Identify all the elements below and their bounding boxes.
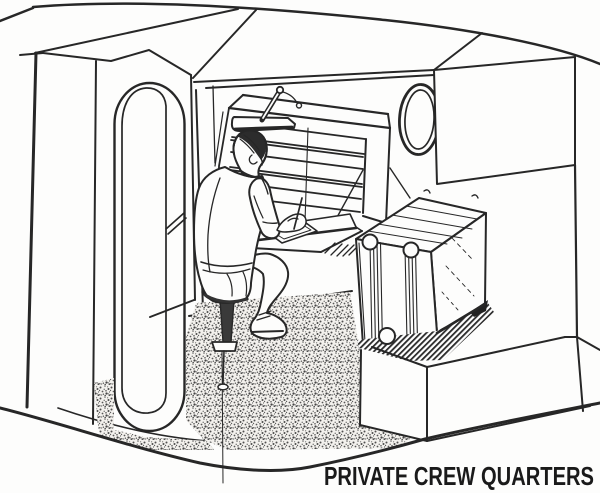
svg-text:PRIVATE CREW QUARTERS: PRIVATE CREW QUARTERS — [324, 462, 594, 491]
